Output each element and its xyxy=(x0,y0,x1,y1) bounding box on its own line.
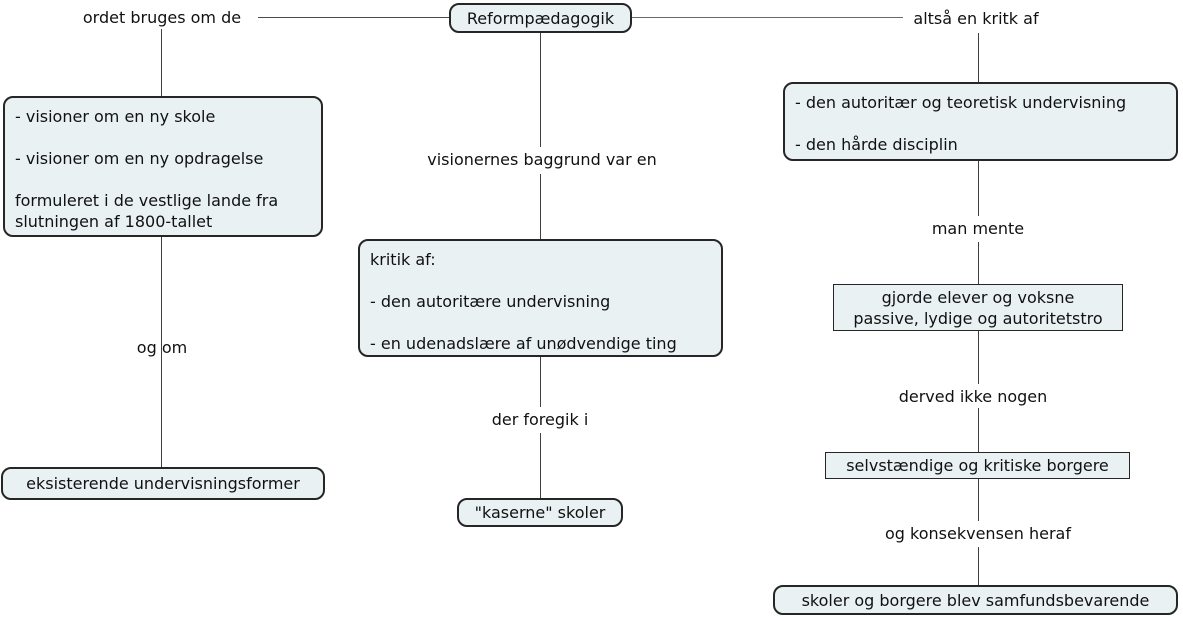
node-independent-citizens[interactable]: selvstændige og kritiske borgere xyxy=(825,452,1130,479)
node-kaserne-skoler[interactable]: "kaserne" skoler xyxy=(457,498,623,527)
connector-line xyxy=(540,174,541,239)
connector-line xyxy=(978,242,979,284)
connector-line xyxy=(978,408,979,452)
link-label-visions-background[interactable]: visionernes baggrund var en xyxy=(427,150,657,169)
connector-line xyxy=(978,33,979,82)
connector-line xyxy=(540,433,541,498)
connector-line xyxy=(978,161,979,216)
link-label-and-about[interactable]: og om xyxy=(136,338,188,357)
connector-line xyxy=(161,29,162,96)
node-text-line: - visioner om en ny skole xyxy=(15,107,216,126)
node-consequence[interactable]: skoler og borgere blev samfundsbevarende xyxy=(773,585,1178,615)
link-label-thus-critique[interactable]: altså en kritk af xyxy=(913,9,1039,28)
node-text-line: passive, lydige og autoritetstro xyxy=(853,308,1103,328)
node-label: eksisterende undervisningsformer xyxy=(26,474,300,493)
node-label: Reformpædagogik xyxy=(466,8,615,28)
node-text-line: gjorde elever og voksne xyxy=(881,287,1075,307)
node-label: "kaserne" skoler xyxy=(474,503,606,522)
connector-line xyxy=(161,237,162,467)
connector-line xyxy=(978,547,979,585)
node-text-line: - en udenadslære af unødvendige ting xyxy=(370,334,677,353)
link-label-and-consequence[interactable]: og konsekvensen heraf xyxy=(885,524,1071,543)
node-text-line: - den autoritær og teoretisk undervisnin… xyxy=(795,93,1127,112)
node-text-line: - den autoritære undervisning xyxy=(370,292,611,311)
node-critique[interactable]: kritik af: - den autoritære undervisning… xyxy=(358,239,723,357)
node-reformpaedagogik[interactable]: Reformpædagogik xyxy=(449,3,632,33)
link-label-took-place-in[interactable]: der foregik i xyxy=(491,410,589,429)
connector-line xyxy=(978,331,979,384)
link-label-people-thought[interactable]: man mente xyxy=(931,219,1025,238)
connector-line xyxy=(632,17,903,18)
node-existing-forms[interactable]: eksisterende undervisningsformer xyxy=(1,467,325,500)
node-made-passive[interactable]: gjorde elever og voksne passive, lydige … xyxy=(833,284,1123,331)
link-label-thereby-no[interactable]: derved ikke nogen xyxy=(898,387,1048,406)
connector-line xyxy=(258,17,449,18)
link-label-word-used-about[interactable]: ordet bruges om de xyxy=(82,8,242,27)
node-label: skoler og borgere blev samfundsbevarende xyxy=(801,590,1150,610)
connector-line xyxy=(978,479,979,521)
node-visions[interactable]: - visioner om en ny skole - visioner om … xyxy=(3,96,323,237)
node-label: selvstændige og kritiske borgere xyxy=(846,456,1109,475)
connector-line xyxy=(540,357,541,407)
connector-line xyxy=(540,33,541,147)
node-text-line: kritik af: xyxy=(370,250,436,269)
node-text-line: formuleret i de vestlige lande fra slutn… xyxy=(15,191,279,231)
node-text-line: - den hårde disciplin xyxy=(795,135,958,154)
node-text-line: - visioner om en ny opdragelse xyxy=(15,149,264,168)
node-critique-of[interactable]: - den autoritær og teoretisk undervisnin… xyxy=(783,82,1178,161)
